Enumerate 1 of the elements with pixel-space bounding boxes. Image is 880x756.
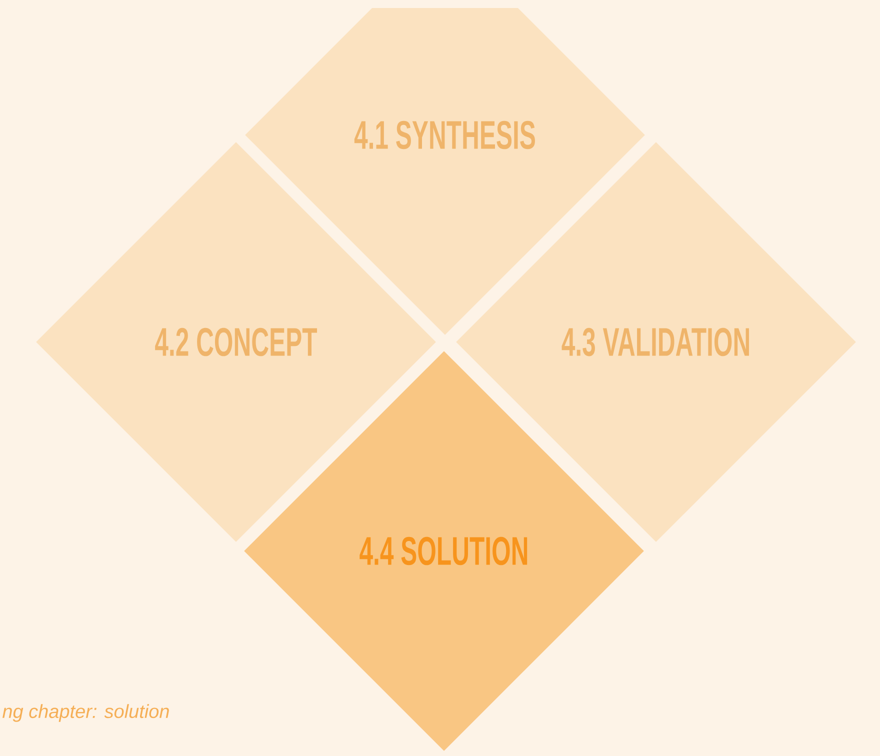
caption-text: ng chapter: solution — [2, 704, 169, 722]
